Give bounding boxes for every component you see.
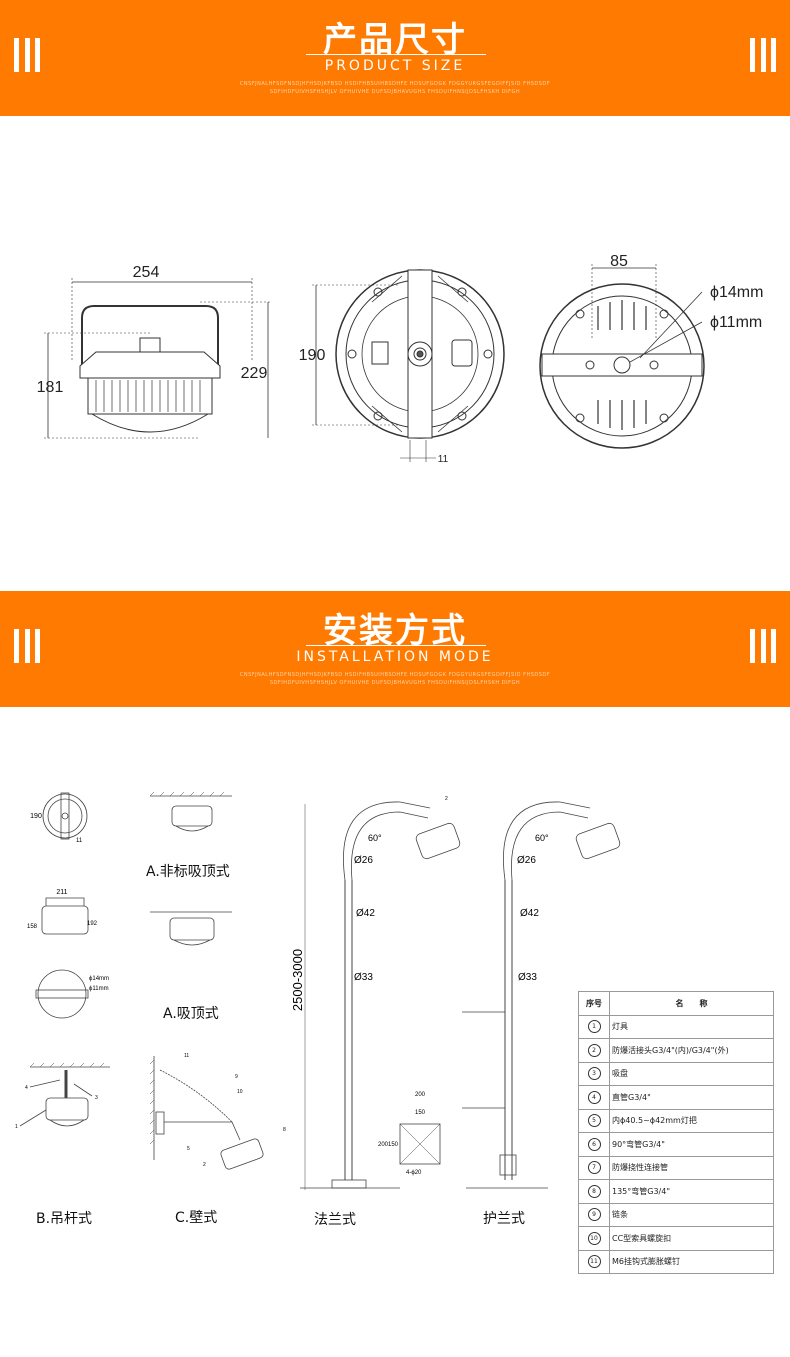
installation-mode-banner: 安装方式 INSTALLATION MODE CNSFJNALHFSDFNSDJ… [0, 591, 790, 707]
dim-254: 254 [133, 264, 160, 281]
table-row: 3 吸盘 [578, 1062, 774, 1086]
part-name: 防爆挠性连接管 [609, 1156, 774, 1180]
section-tiny-text: CNSFJNALHFSDFNSDJHFHSDJKFBSD HSDIFHBSUIH… [239, 81, 551, 95]
part-number: 11 [587, 1255, 601, 1269]
part-name: CC型索具螺旋扣 [609, 1226, 774, 1251]
callout: 2 [203, 1162, 206, 1168]
part-number: 6 [587, 1137, 601, 1151]
section-subtitle: PRODUCT SIZE [324, 58, 466, 74]
small-dim-158: 158 [27, 924, 38, 930]
pole-height: 2500-3000 [290, 949, 305, 1011]
callout: 11 [184, 1053, 189, 1059]
part-name: 135°弯管G3/4" [609, 1179, 774, 1204]
callout: 8 [283, 1127, 286, 1133]
small-dim-192: 192 [87, 921, 98, 927]
product-size-banner: 产品尺寸 PRODUCT SIZE CNSFJNALHFSDFNSDJHFHSD… [0, 0, 790, 116]
table-row: 9 链条 [578, 1203, 774, 1227]
part-number: 7 [587, 1161, 601, 1175]
caption-flange: 法兰式 [314, 1212, 356, 1228]
caption-b: B.吊杆式 [36, 1211, 93, 1227]
header-name: 名 称 [609, 991, 774, 1016]
dim-229: 229 [241, 365, 268, 382]
pole-d33-right: Ø33 [518, 972, 537, 983]
part-number: 1 [587, 1020, 601, 1034]
table-row: 8 135°弯管G3/4" [578, 1179, 774, 1204]
bars-icon [14, 629, 40, 663]
base-holes: 4-ϕ20 [406, 1170, 422, 1176]
header-no: 序号 [578, 991, 610, 1016]
part-number: 10 [587, 1231, 601, 1245]
part-name: 灯具 [609, 1015, 774, 1039]
installation-drawings: 190 11 211 158 192 ϕ14mm ϕ11mm 60° Ø26 Ø… [15, 791, 621, 1190]
part-name: 防爆活接头G3/4"(内)/G3/4"(外) [609, 1038, 774, 1063]
caption-a1: A.非标吸顶式 [146, 864, 230, 880]
small-dim-190: 190 [30, 813, 42, 820]
bars-icon [750, 629, 776, 663]
section-tiny-text: CNSFJNALHFSDFNSDJHFHSDJKFBSD HSDIFHBSUIH… [239, 672, 551, 686]
dim-phi14: ϕ14mm [710, 284, 763, 301]
callout: 9 [235, 1074, 238, 1080]
part-name: 90°弯管G3/4" [609, 1132, 774, 1157]
callout: 5 [187, 1146, 190, 1152]
part-name: 直管G3/4" [609, 1085, 774, 1110]
pole-angle-right: 60° [535, 833, 549, 843]
part-name: 内ϕ40.5~ϕ42mm灯把 [609, 1109, 774, 1133]
dim-190: 190 [299, 347, 326, 364]
small-dim-11: 11 [76, 838, 83, 844]
base-dim-150a: 150 [415, 1110, 426, 1116]
product-size-drawings: 254 181 229 190 11 85 ϕ14mm ϕ11mm [37, 253, 764, 465]
table-row: 7 防爆挠性连接管 [578, 1156, 774, 1180]
part-number: 4 [587, 1090, 601, 1104]
small-dim-phi11: ϕ11mm [89, 986, 109, 992]
bars-icon [14, 38, 40, 72]
pole-d26-left: Ø26 [354, 855, 373, 866]
dim-11: 11 [438, 454, 449, 465]
pole-d42-left: Ø42 [356, 908, 375, 919]
part-number: 3 [587, 1067, 601, 1081]
pole-d26-right: Ø26 [517, 855, 536, 866]
caption-a2: A.吸顶式 [163, 1006, 219, 1022]
caption-c: C.壁式 [175, 1210, 218, 1226]
part-name: 链条 [609, 1203, 774, 1227]
small-dim-phi14: ϕ14mm [89, 976, 109, 982]
dim-phi11: ϕ11mm [710, 314, 762, 331]
bars-icon [750, 38, 776, 72]
table-row: 10 CC型索具螺旋扣 [578, 1226, 774, 1251]
dim-85: 85 [610, 253, 628, 270]
section-title: 安装方式 [323, 611, 467, 651]
part-number: 8 [587, 1184, 601, 1198]
part-number: 2 [587, 1043, 601, 1057]
caption-guard: 护兰式 [483, 1211, 525, 1227]
table-row: 1 灯具 [578, 1015, 774, 1039]
callout: 3 [95, 1095, 98, 1101]
pole-d42-right: Ø42 [520, 908, 539, 919]
table-row: 4 直管G3/4" [578, 1085, 774, 1110]
part-name: M6挂钩式膨胀螺钉 [609, 1250, 774, 1274]
small-dim-211: 211 [56, 889, 67, 896]
callout: 4 [25, 1085, 28, 1091]
callout: 1 [15, 1124, 18, 1130]
section-subtitle: INSTALLATION MODE [296, 649, 494, 665]
section-title: 产品尺寸 [323, 20, 467, 60]
parts-table: 序号 名 称 1 灯具 2 防爆活接头G3/4"(内)/G3/4"(外) 3 吸盘 4 直管G… [578, 991, 774, 1274]
callout: 10 [237, 1089, 243, 1095]
part-number: 9 [587, 1208, 601, 1222]
table-row: 5 内ϕ40.5~ϕ42mm灯把 [578, 1109, 774, 1133]
base-dim-200b: 200 [378, 1142, 389, 1148]
base-dim-150b: 150 [388, 1142, 399, 1148]
base-dim-200a: 200 [415, 1092, 426, 1098]
callout: 2 [445, 796, 448, 802]
table-row: 2 防爆活接头G3/4"(内)/G3/4"(外) [578, 1038, 774, 1063]
part-number: 5 [587, 1114, 601, 1128]
table-row: 6 90°弯管G3/4" [578, 1132, 774, 1157]
pole-d33-left: Ø33 [354, 972, 373, 983]
part-name: 吸盘 [609, 1062, 774, 1086]
table-row: 11 M6挂钩式膨胀螺钉 [578, 1250, 774, 1274]
pole-angle-left: 60° [368, 833, 382, 843]
dim-181: 181 [37, 379, 64, 396]
